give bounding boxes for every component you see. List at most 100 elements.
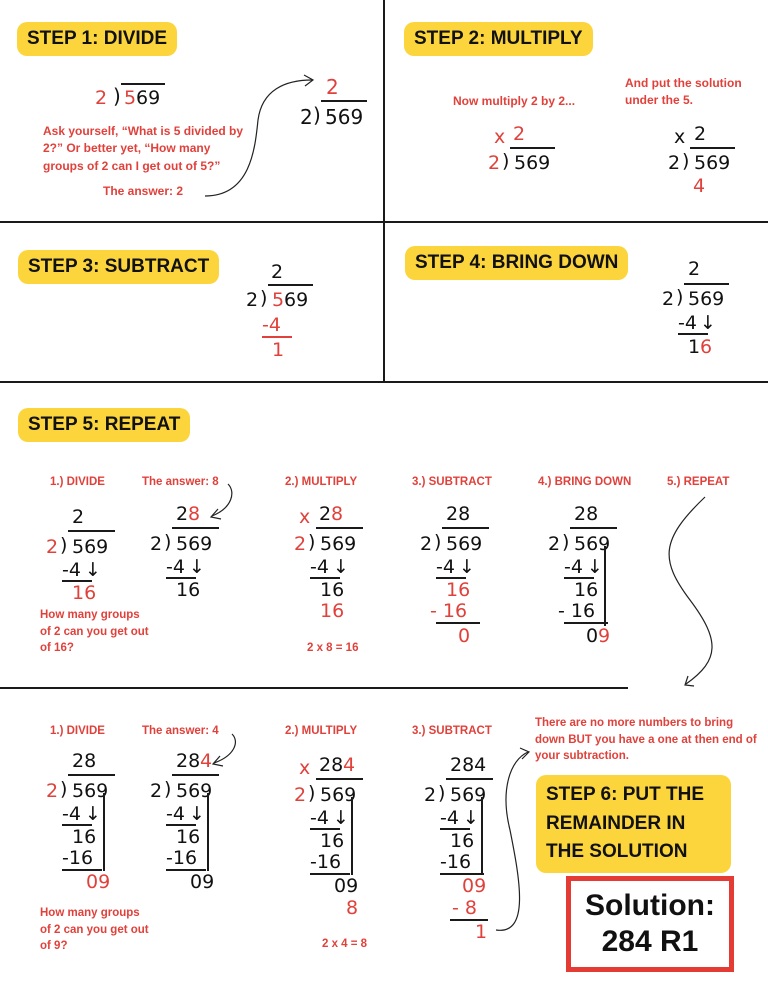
step3-sub: -4: [262, 314, 281, 336]
row1-label-repeat: 5.) REPEAT: [667, 476, 730, 488]
step1-big-divisor: 2: [300, 105, 313, 129]
subtrahend: -4: [166, 556, 185, 578]
step1-dividend-rest: 69: [136, 87, 161, 109]
row2-no-more-note: There are no more numbers to bring down …: [535, 717, 757, 763]
division-bar: [68, 774, 115, 776]
quotient-28: 28: [319, 754, 344, 776]
division-bar: [172, 774, 219, 776]
remainder: 16: [450, 830, 475, 852]
bracket-glyph: ): [113, 84, 121, 108]
bracket-glyph: ): [308, 782, 316, 804]
step3-diff: 1: [272, 339, 285, 361]
bracket-glyph: ): [164, 778, 172, 800]
subtrahend: -4: [62, 559, 81, 581]
step2-dividend: 569: [514, 152, 551, 174]
row2-mult-note: 2 x 4 = 8: [322, 938, 368, 950]
remainder-09: 09: [190, 871, 215, 893]
down-arrow-icon: ↓: [189, 803, 205, 825]
row1-question: How many groups of 2 can you get out of …: [40, 609, 149, 655]
dividend: 569: [450, 784, 487, 806]
division-bar: [268, 284, 313, 286]
subtract-line: [166, 577, 196, 579]
bring-down-line: [604, 546, 606, 626]
divisor: 2: [294, 533, 307, 555]
subtract-line: [166, 869, 206, 871]
bracket-glyph: ): [60, 534, 68, 556]
step2-quotient: 2: [513, 123, 526, 145]
division-bar: [321, 100, 367, 102]
step1-big-dividend: 569: [325, 105, 364, 129]
divisor: 2: [46, 536, 59, 558]
step3-d1: 5: [272, 289, 285, 311]
solution-box: Solution: 284 R1: [566, 876, 734, 972]
quotient-2: 2: [176, 503, 189, 525]
divisor: 2: [424, 784, 437, 806]
dividend: 569: [320, 533, 357, 555]
bracket-glyph: ): [502, 150, 510, 172]
dividend: 569: [176, 533, 213, 555]
remainder: 16: [176, 826, 201, 848]
step1-badge: STEP 1: DIVIDE: [17, 22, 178, 56]
step1-answer: The answer: 2: [103, 184, 184, 198]
divisor: 2: [46, 780, 59, 802]
subtrahend: -4: [564, 556, 583, 578]
remainder: 16: [320, 830, 345, 852]
bring-down-line: [481, 797, 483, 875]
subtract-line: [166, 824, 196, 826]
divisor: 2: [548, 533, 561, 555]
division-bar: [570, 527, 617, 529]
step1-answer-arrow-head: [303, 74, 315, 87]
quotient: 284: [450, 754, 487, 776]
subtrahend-16: -16: [166, 847, 198, 869]
repeat-arrow: [668, 496, 713, 685]
answer8-arrow-head: [209, 508, 222, 520]
subtrahend: -4: [310, 807, 329, 829]
step1-quotient: 2: [326, 75, 339, 99]
bracket-glyph: ): [313, 103, 321, 127]
remainder: 16: [176, 579, 201, 601]
brought-down-9: 9: [598, 625, 611, 647]
down-arrow-icon: ↓: [333, 807, 349, 829]
row2-label-divide: 1.) DIVIDE: [50, 725, 105, 737]
bracket-glyph: ): [682, 150, 690, 172]
solution-label: Solution:: [585, 889, 715, 922]
step4-dividend: 569: [688, 288, 725, 310]
quotient-8: 8: [331, 503, 344, 525]
subtract-line: [564, 577, 594, 579]
remainder-arrow: [495, 751, 529, 931]
division-bar: [442, 527, 489, 529]
row1-label-multiply: 2.) MULTIPLY: [285, 476, 358, 488]
bracket-glyph: ): [434, 531, 442, 553]
division-bar: [690, 147, 735, 149]
subtract-line: [436, 577, 466, 579]
quotient: 2: [72, 506, 85, 528]
step2-note-left: Now multiply 2 by 2...: [453, 94, 576, 108]
quotient: 28: [574, 503, 599, 525]
subtrahend-16: - 16: [430, 600, 468, 622]
step2-quotient-right: 2: [694, 123, 707, 145]
row2-label-subtract: 3.) SUBTRACT: [412, 725, 492, 737]
subtrahend-16: -16: [310, 851, 342, 873]
step3-d2: 69: [284, 289, 309, 311]
remainder: 16: [574, 579, 599, 601]
bracket-glyph: ): [260, 287, 268, 309]
subtract-line: [62, 824, 92, 826]
division-bar: [172, 527, 219, 529]
bracket-glyph: ): [60, 778, 68, 800]
step1-divisor: 2: [95, 87, 108, 109]
step4-r1: 1: [688, 336, 701, 358]
step3-quotient: 2: [271, 261, 284, 283]
dividend: 569: [574, 533, 611, 555]
difference-0: 0: [586, 625, 599, 647]
divider-h2: [0, 381, 768, 383]
divisor: 2: [420, 533, 433, 555]
times-sign: x: [299, 757, 311, 779]
dividend: 569: [72, 780, 109, 802]
step4-r2: 6: [700, 336, 713, 358]
step4-arrow: ↓: [700, 312, 716, 334]
subtrahend: -4: [440, 807, 459, 829]
answer4-arrow: [213, 733, 236, 764]
product-8: 8: [346, 897, 359, 919]
subtract-line: [62, 869, 102, 871]
